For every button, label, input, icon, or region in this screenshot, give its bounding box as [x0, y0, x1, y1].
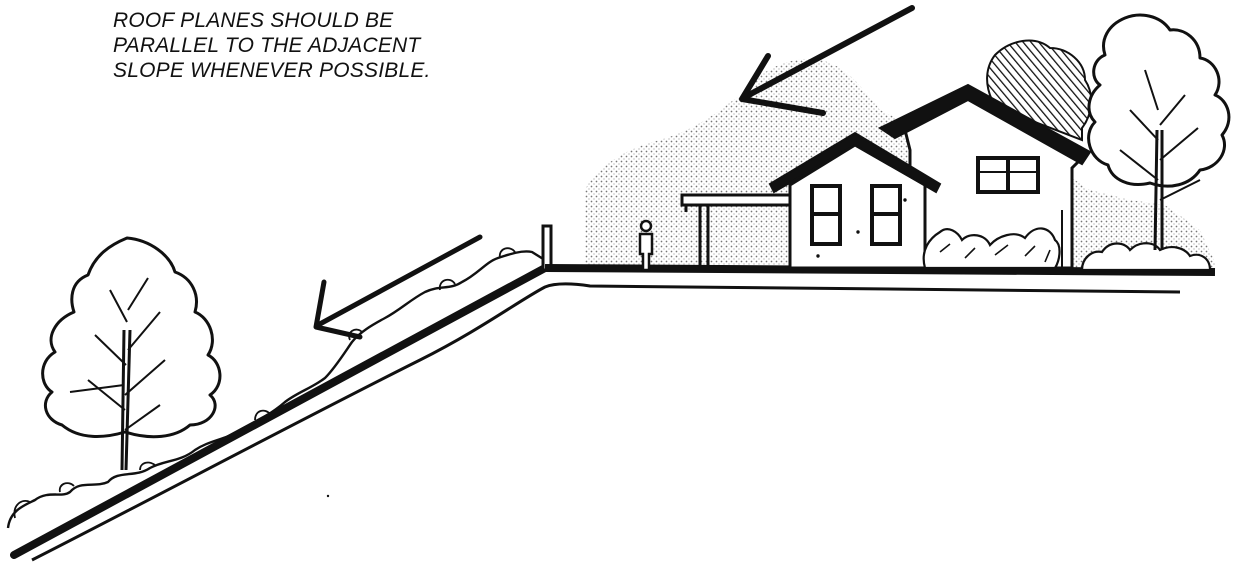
left-tree: [43, 238, 220, 470]
house-window-left: [812, 186, 840, 244]
lower-arrow-icon: [316, 237, 480, 337]
fence-post: [543, 226, 551, 270]
house-window-right: [872, 186, 900, 244]
stray-mark: [327, 495, 329, 497]
person-figure: [640, 221, 652, 270]
